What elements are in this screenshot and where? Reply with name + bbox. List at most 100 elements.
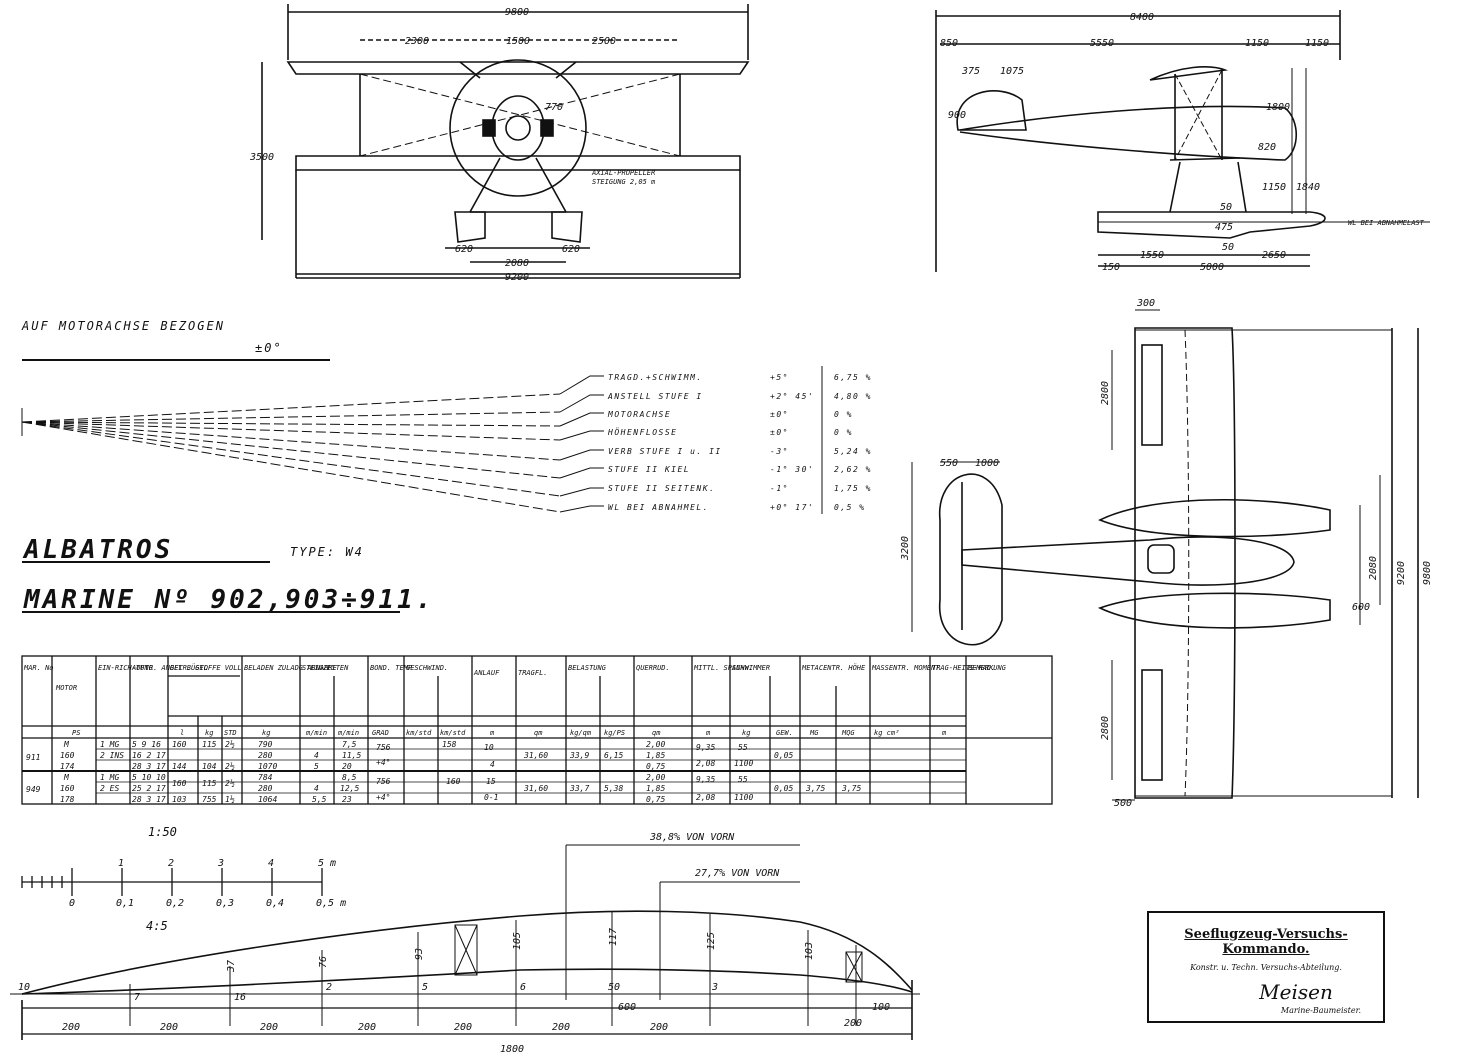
profile-st-3: 93 — [414, 948, 425, 960]
th-spannw: MITTL. SPANNW. — [693, 664, 753, 672]
fv-track: 2080 — [505, 258, 529, 269]
r911-grad1: +4° — [376, 758, 390, 767]
pv-1000: 1000 — [975, 458, 999, 469]
r911-s500-1: 4 — [314, 751, 319, 760]
fv-height: 3500 — [249, 152, 274, 163]
th-einr: EIN-RICH-TUNG — [98, 664, 154, 672]
profile-st-0: 10 — [18, 982, 30, 993]
r949-bu0: 5 10 10 — [132, 773, 166, 782]
profile-sp-3: 200 — [358, 1022, 376, 1033]
tu-std: STD — [224, 729, 237, 737]
r949-s1500-2: 23 — [342, 795, 352, 804]
inc-label-7: WL BEI ABNAHMEL. — [608, 503, 709, 512]
scale-bot-0: 0 — [69, 898, 75, 909]
sv-850: 850 — [940, 38, 958, 49]
inc-pct-5: 2,62 % — [834, 465, 872, 474]
tu-kg: kg — [205, 729, 213, 737]
r911-anlauf1: 4 — [490, 760, 495, 769]
th-bemerk: BEMERKUNG — [968, 664, 1007, 672]
profile-st-7: 103 — [804, 942, 815, 960]
tu-qm2: qm — [652, 729, 661, 737]
r911-tragfl: 31,60 — [523, 751, 548, 760]
r949-s500-1: 4 — [314, 784, 319, 793]
tu-gew: GEW. — [776, 729, 793, 737]
r911-no: 911 — [26, 753, 40, 762]
profile-600: 600 — [618, 1002, 636, 1013]
tu-kmh: km/std — [406, 729, 432, 737]
profile-sp-8: 100 — [872, 1002, 890, 1013]
sv-475: 475 — [1215, 222, 1233, 233]
profile-lo-2: 2 — [326, 982, 332, 993]
th-steig: STEIGZEITEN — [302, 664, 349, 672]
r911-gps: 6,15 — [604, 751, 623, 760]
inc-pct-2: 0 % — [834, 410, 853, 419]
r949-z1: 280 — [258, 784, 273, 793]
stamp-signature: Meisen — [1259, 980, 1333, 1004]
r911-ps1: 160 — [60, 751, 75, 760]
r911-bu1: 16 2 17 — [132, 751, 166, 760]
th-motor: MOTOR — [55, 684, 77, 692]
r949-q0: 2,00 — [646, 773, 665, 782]
th-traeg: TRAG-HEITS-RAD. — [932, 664, 995, 672]
scale-bot-5: 0,5 m — [316, 898, 346, 909]
profile-st-6: 125 — [706, 932, 717, 950]
th-anlauf: ANLAUF — [473, 669, 500, 677]
scale-bot-1: 0,1 — [116, 898, 134, 909]
tu-kg3: kg — [742, 729, 750, 737]
r949-tragfl: 31,60 — [523, 784, 548, 793]
r911-l2: 144 — [172, 762, 187, 771]
sv-1840: 1840 — [1296, 182, 1320, 193]
profile-lo-3: 5 — [422, 982, 428, 993]
fv-prop-note-1: AXIAL-PROPELLER — [591, 169, 655, 177]
r911-gew: 0,05 — [774, 751, 793, 760]
tu-m1: m/min — [305, 729, 327, 737]
pv-2800a: 2800 — [1100, 381, 1111, 405]
r949-grad0: 756 — [376, 777, 391, 786]
tu-m2: m/min — [337, 729, 359, 737]
wing-profile — [10, 844, 920, 1040]
stamp-line-2: Konstr. u. Techn. Versuchs-Abteilung. — [1190, 963, 1342, 972]
fv-float-left: 620 — [455, 244, 473, 255]
aircraft-type: TYPE: W4 — [290, 545, 364, 559]
r949-sp1: 2,08 — [696, 793, 715, 802]
profile-st-2: 76 — [318, 956, 329, 968]
r911-s1500-2: 20 — [342, 762, 352, 771]
scale-4-5: 4:5 — [146, 919, 168, 933]
r949-mg: 3,75 — [805, 784, 825, 793]
th-metacentr: METACENTR. HÖHE — [801, 663, 866, 672]
tu-qm: qm — [534, 729, 543, 737]
inc-pct-7: 0,5 % — [834, 503, 866, 512]
profile-sp-5: 200 — [552, 1022, 570, 1033]
fv-bay-left: 2300 — [405, 36, 429, 47]
r949-gew: 0,05 — [774, 784, 793, 793]
pv-9200: 9200 — [1396, 561, 1407, 585]
profile-note-2: 27,7% VON VORN — [695, 868, 780, 879]
tu-l: l — [180, 729, 184, 737]
scale-bar — [21, 868, 323, 896]
sv-1150b: 1150 — [1305, 38, 1329, 49]
r949-s1500-0: 8,5 — [342, 773, 357, 782]
approval-stamp: Seeflugzeug-Versuchs-Kommando. Konstr. u… — [1147, 911, 1385, 1023]
r911-z1: 280 — [258, 751, 273, 760]
th-geschw: GESCHWIND. — [406, 664, 448, 672]
sv-820: 820 — [1258, 142, 1276, 153]
pv-300: 300 — [1136, 298, 1155, 309]
r949-l0: 160 — [172, 779, 187, 788]
tu-ps: PS — [72, 729, 80, 737]
r949-ps0: M — [63, 773, 70, 782]
sv-1550: 1550 — [1140, 250, 1164, 261]
r911-z2: 1070 — [258, 762, 277, 771]
r949-mqg: 3,75 — [841, 784, 861, 793]
r949-grad1: +4° — [376, 793, 390, 802]
profile-sp-1: 200 — [160, 1022, 178, 1033]
r949-s1500-1: 12,5 — [340, 784, 359, 793]
r949-sp0: 9,35 — [696, 775, 715, 784]
pv-2080: 2080 — [1368, 556, 1379, 580]
r911-sk1: 1100 — [734, 759, 753, 768]
r911-bu2: 28 3 17 — [132, 762, 166, 771]
th-mar: MAR. No — [23, 664, 54, 672]
profile-chord: 1800 — [500, 1044, 524, 1055]
r911-s500-2: 5 — [314, 762, 319, 771]
fv-770: 770 — [545, 102, 563, 113]
scale-bot-2: 0,2 — [166, 898, 184, 909]
